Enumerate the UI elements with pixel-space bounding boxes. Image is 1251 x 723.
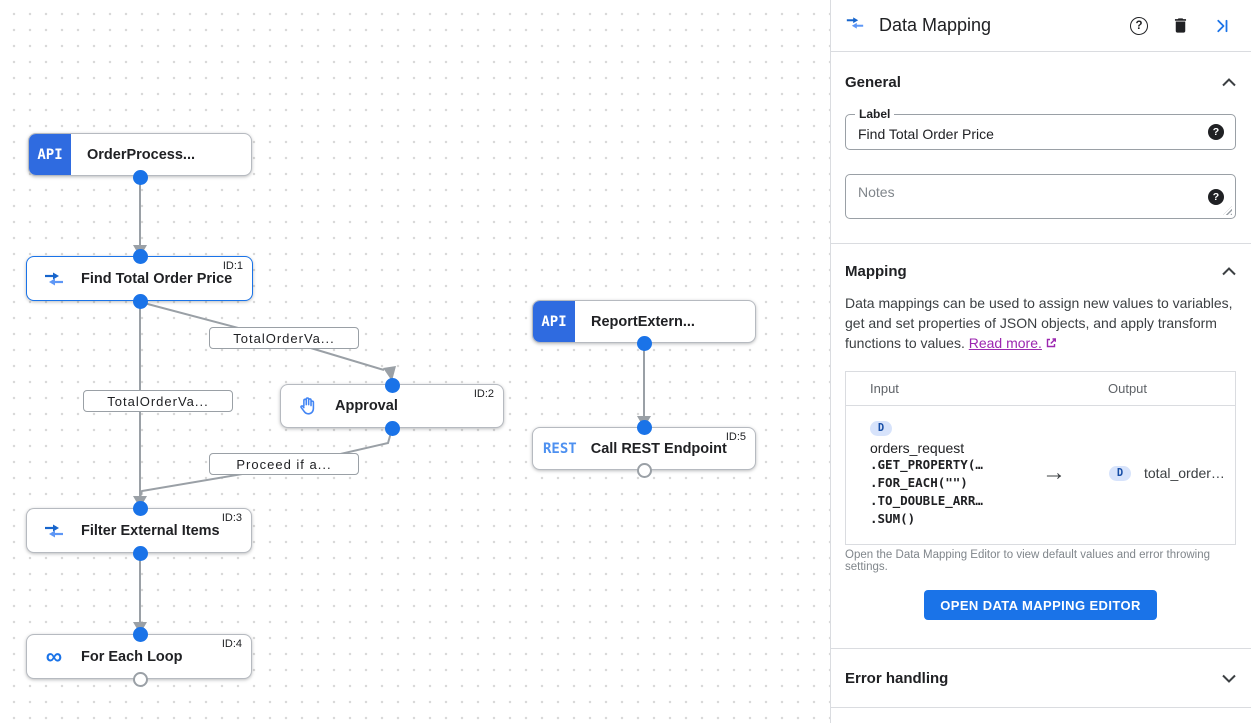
edge-label-total-order-to-approval[interactable]: TotalOrderVa... xyxy=(209,327,359,349)
connection-point[interactable] xyxy=(384,420,400,436)
arrow-right-icon: → xyxy=(1042,459,1066,486)
api-trigger-badge: API xyxy=(533,301,575,342)
section-divider xyxy=(831,707,1251,708)
label-field-caption: Label xyxy=(855,107,895,121)
connection-point[interactable] xyxy=(384,377,400,393)
input-variable: orders_request xyxy=(870,440,965,456)
node-label: ReportExtern... xyxy=(591,313,695,330)
mapping-heading: Mapping xyxy=(845,263,907,280)
connection-point-open[interactable] xyxy=(132,671,148,687)
flow-edges xyxy=(133,177,651,634)
section-divider xyxy=(831,243,1251,244)
help-filled-icon[interactable]: ? xyxy=(1208,188,1224,205)
node-id-badge: ID:1 xyxy=(222,260,243,272)
chevron-down-icon[interactable] xyxy=(1222,674,1236,683)
transform-function: .TO_DOUBLE_ARR… xyxy=(870,493,983,508)
node-label: Filter External Items xyxy=(81,522,220,539)
mapping-caption: Open the Data Mapping Editor to view def… xyxy=(845,549,1211,573)
connection-point[interactable] xyxy=(132,626,148,642)
output-column-header: Output xyxy=(1108,381,1148,396)
data-mapping-icon xyxy=(43,268,65,290)
rest-task-badge: REST xyxy=(543,440,577,457)
output-variable: total_order… xyxy=(1144,465,1225,481)
mapping-table-header: Input Output xyxy=(846,372,1235,406)
help-icon[interactable]: ? xyxy=(1130,16,1148,35)
node-label: Find Total Order Price xyxy=(81,270,233,287)
hand-approval-icon xyxy=(297,395,319,417)
panel-title: Data Mapping xyxy=(879,15,992,35)
panel-header: Data Mapping ? xyxy=(831,0,1251,52)
collapse-panel-icon[interactable] xyxy=(1213,17,1231,35)
transform-function: .FOR_EACH("") xyxy=(870,475,968,490)
node-label: For Each Loop xyxy=(81,648,183,665)
mapping-table[interactable]: Input Output D orders_request .GET_PROPE… xyxy=(845,371,1236,545)
node-id-badge: ID:4 xyxy=(221,638,242,650)
connection-point[interactable] xyxy=(132,169,148,185)
general-heading: General xyxy=(845,74,901,91)
connection-point[interactable] xyxy=(636,419,652,435)
node-label: Call REST Endpoint xyxy=(590,440,727,457)
error-handling-heading: Error handling xyxy=(845,669,949,687)
general-section-header[interactable]: General xyxy=(845,74,1236,91)
datatype-badge: D xyxy=(1109,465,1131,481)
flow-canvas[interactable]: API OrderProcess... Find Total Order Pri… xyxy=(0,0,830,723)
connection-point[interactable] xyxy=(132,500,148,516)
node-order-process-trigger[interactable]: API OrderProcess... xyxy=(28,133,252,176)
notes-input[interactable] xyxy=(846,175,1235,218)
open-data-mapping-editor-button[interactable]: OPEN DATA MAPPING EDITOR xyxy=(924,590,1157,620)
help-filled-icon[interactable]: ? xyxy=(1208,124,1224,140)
error-handling-section-header[interactable]: Error handling xyxy=(845,649,1236,707)
node-id-badge: ID:3 xyxy=(221,512,242,524)
node-report-external-trigger[interactable]: API ReportExtern... xyxy=(532,300,756,343)
edge-label-proceed-if[interactable]: Proceed if a... xyxy=(209,453,359,475)
connection-point-open[interactable] xyxy=(636,462,652,478)
transform-function: .SUM() xyxy=(870,511,916,526)
node-label: Approval xyxy=(335,398,398,414)
data-mapping-icon xyxy=(845,13,865,38)
resize-handle[interactable] xyxy=(1223,206,1232,215)
mapping-description: Data mappings can be used to assign new … xyxy=(845,293,1236,354)
datatype-badge: D xyxy=(870,420,892,436)
chevron-up-icon[interactable] xyxy=(1222,78,1236,87)
label-field[interactable]: Label ? xyxy=(845,107,1236,150)
connection-point[interactable] xyxy=(636,335,652,351)
chevron-up-icon[interactable] xyxy=(1222,267,1236,276)
connection-point[interactable] xyxy=(132,545,148,561)
input-column-header: Input xyxy=(870,381,899,396)
delete-icon[interactable] xyxy=(1171,16,1190,35)
label-input[interactable] xyxy=(846,115,1235,149)
api-trigger-badge: API xyxy=(29,134,71,175)
node-id-badge: ID:2 xyxy=(473,388,494,400)
section-divider xyxy=(831,648,1251,649)
data-mapping-icon xyxy=(43,520,65,542)
external-link-icon xyxy=(1045,334,1057,354)
mapping-row[interactable]: D orders_request .GET_PROPERTY(… .FOR_EA… xyxy=(846,406,1235,544)
read-more-link[interactable]: Read more. xyxy=(968,335,1042,351)
connection-point[interactable] xyxy=(132,293,148,309)
notes-field[interactable]: ? xyxy=(845,174,1236,219)
mapping-section-header[interactable]: Mapping xyxy=(845,263,1236,280)
task-config-panel: Data Mapping ? General Label ? xyxy=(830,0,1251,723)
connection-point[interactable] xyxy=(132,248,148,264)
node-label: OrderProcess... xyxy=(87,146,195,163)
loop-icon: ∞ xyxy=(45,643,63,669)
node-find-total-order-price[interactable]: Find Total Order Price ID:1 xyxy=(26,256,253,301)
transform-function: .GET_PROPERTY(… xyxy=(870,457,983,472)
edge-label-total-order-to-filter[interactable]: TotalOrderVa... xyxy=(83,390,233,412)
node-id-badge: ID:5 xyxy=(725,431,746,443)
